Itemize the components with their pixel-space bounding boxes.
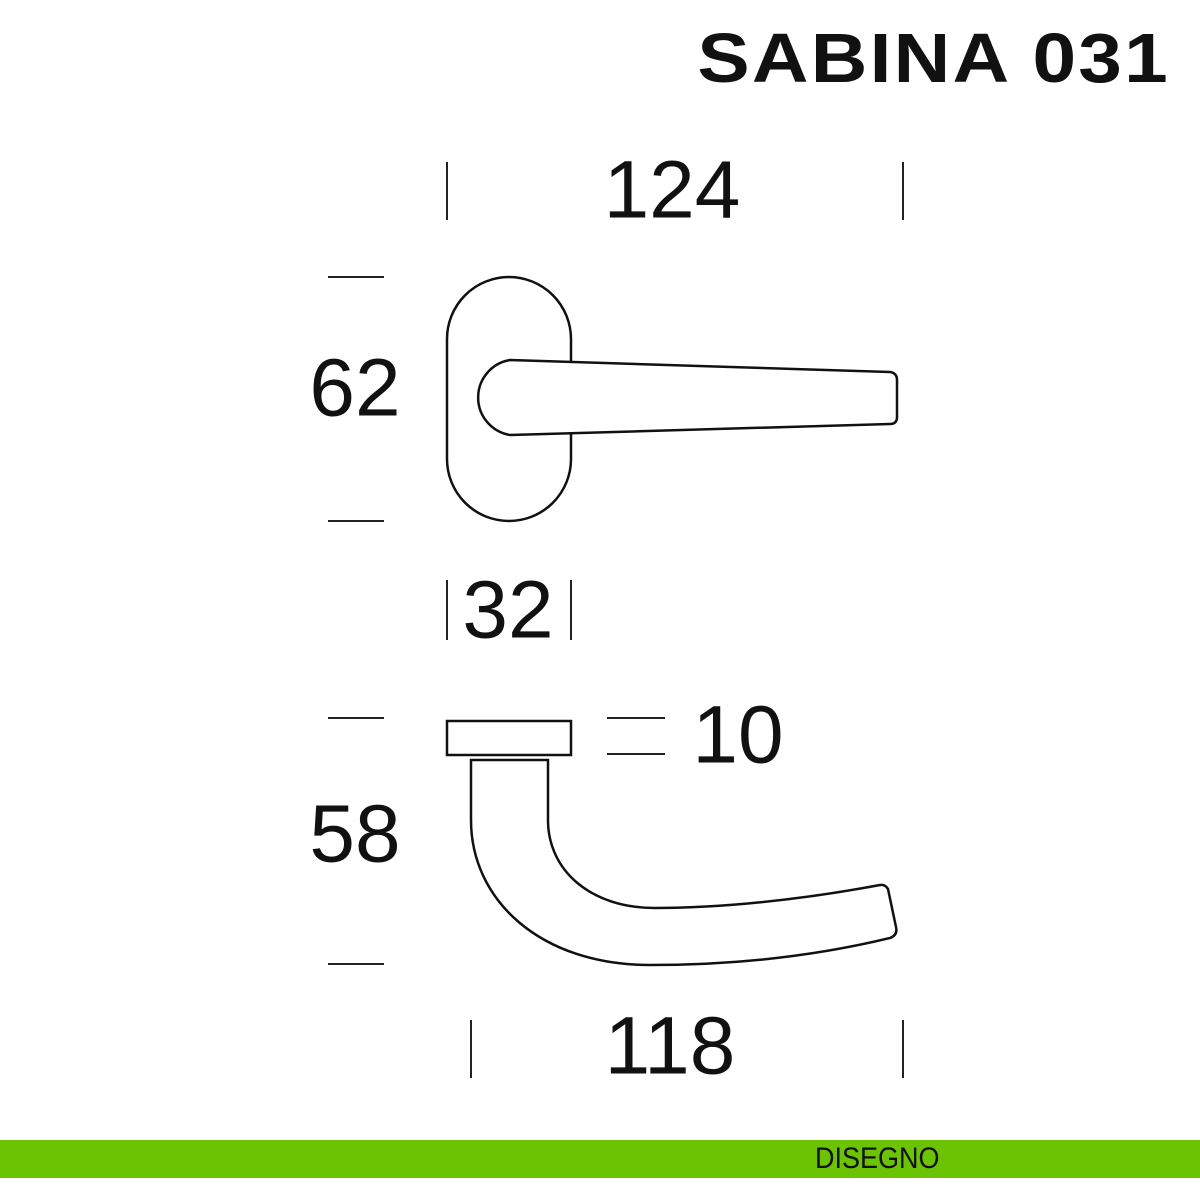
dim-58: 58 [309, 789, 400, 880]
product-title: SABINA 031 [697, 19, 1170, 97]
dim-118: 118 [605, 1001, 736, 1092]
footer-bar: DISEGNO [0, 1140, 1200, 1178]
dim-62: 62 [309, 343, 400, 434]
side-view [445, 719, 898, 967]
footer-label: DISEGNO [815, 1142, 940, 1175]
dimension-lines [328, 162, 904, 1078]
lever-top-view [476, 358, 899, 437]
rose-side [445, 719, 573, 757]
lever-side-view [469, 758, 898, 967]
dim-32: 32 [462, 565, 553, 656]
dim-124: 124 [604, 145, 741, 236]
dim-10: 10 [692, 690, 783, 781]
top-view [445, 275, 899, 523]
